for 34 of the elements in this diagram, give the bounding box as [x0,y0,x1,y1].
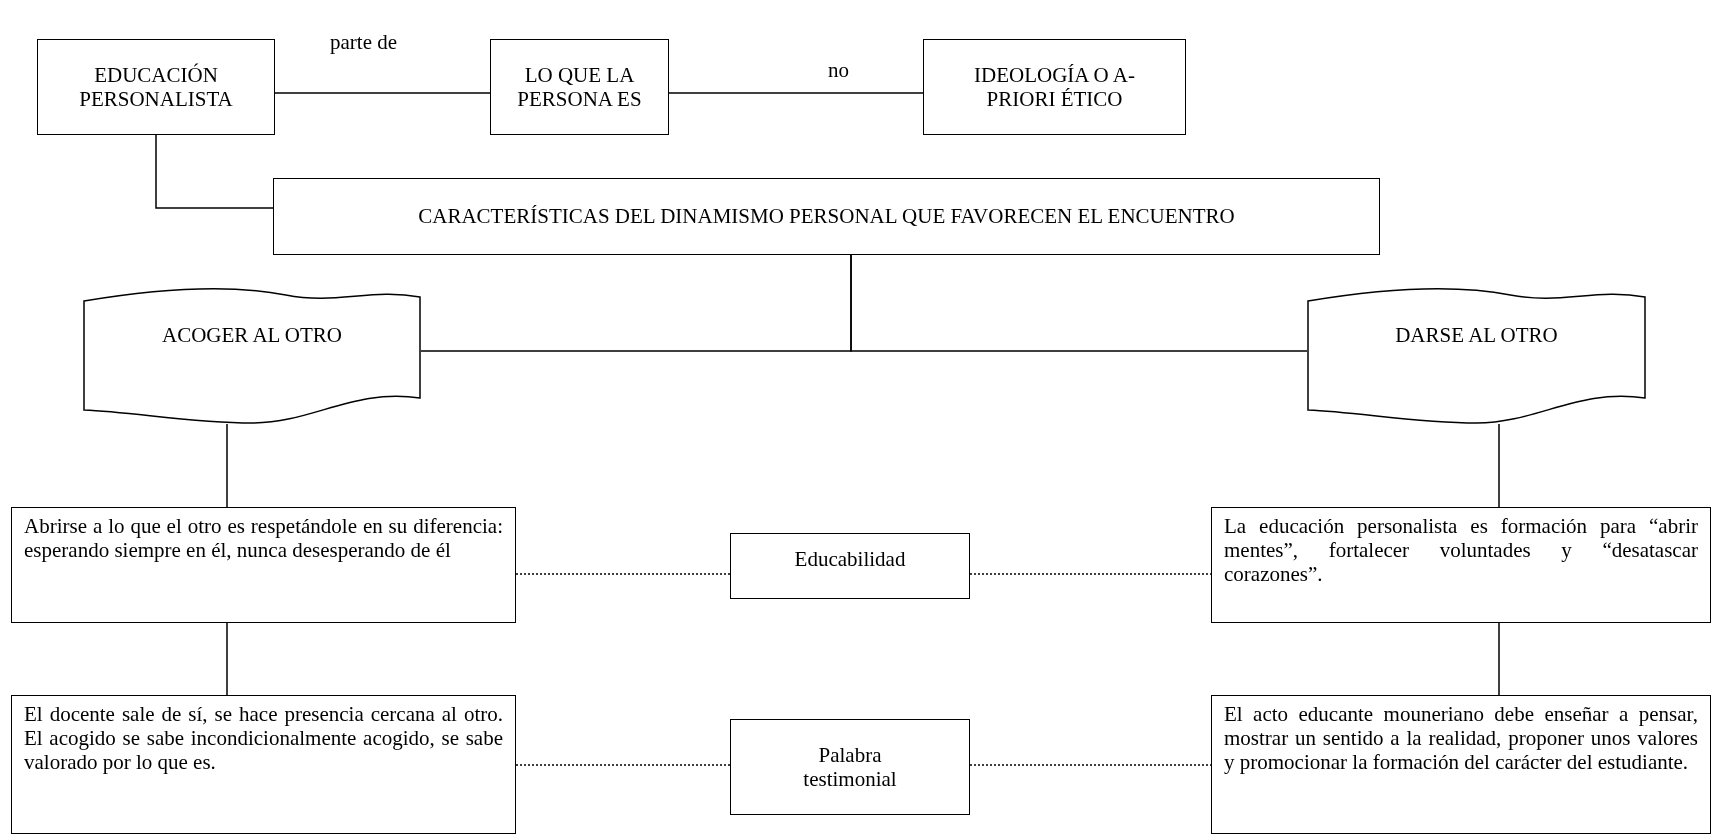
text-box [11,695,516,834]
connector-line [1498,423,1500,508]
node-text: DARSE AL OTRO [1395,323,1558,348]
node-text: Abrirse a lo que el otro es respetándole en su diferencia: esperando siempre en él, nunca desesperando de él [24,514,503,563]
node-text: EDUCACIÓN PERSONALISTA [78,62,234,112]
node-text: El docente sale de sí, se hace presencia cercana al otro. El acogido se sabe incondicionalmente acogido, se sabe valorado por lo que es. [24,702,503,775]
dotted-connector [515,764,731,766]
node-text: Educabilidad [794,546,906,572]
text-box [1211,507,1711,623]
text-box [11,507,516,623]
node-text: CARACTERÍSTICAS DEL DINAMISMO PERSONAL QUE FAVORECEN EL ENCUENTRO [418,204,1235,229]
document-shape [1307,287,1646,424]
concept-box [730,719,970,815]
node-text: LO QUE LA PERSONA ES [516,62,643,112]
connector-line [274,92,491,94]
node-text: El acto educante mouneriano debe enseñar a pensar, mostrar un sentido a la realidad, proponer unos valores y promocionar la formación del carácter del estudiante. [1224,702,1698,775]
connector-line [850,254,1308,352]
concept-box [730,533,970,599]
dotted-connector [515,573,731,575]
node-text: IDEOLOGÍA O A-PRIORI ÉTICO [973,62,1136,112]
node-text: La educación personalista es formación para “abrir mentes”, fortalecer voluntades y “desatascar corazones”. [1224,514,1698,587]
connector-line [226,423,228,508]
concept-box [490,39,669,135]
concept-box [273,178,1380,255]
text-box [1211,695,1711,834]
concept-box [923,39,1186,135]
node-text: Palabra testimonial [802,742,898,792]
connector-line [1498,622,1500,696]
connector-line [668,92,924,94]
connector-line [155,134,274,209]
connector-line [226,622,228,696]
document-shape [83,287,421,424]
concept-box [37,39,275,135]
node-text: ACOGER AL OTRO [161,323,343,348]
